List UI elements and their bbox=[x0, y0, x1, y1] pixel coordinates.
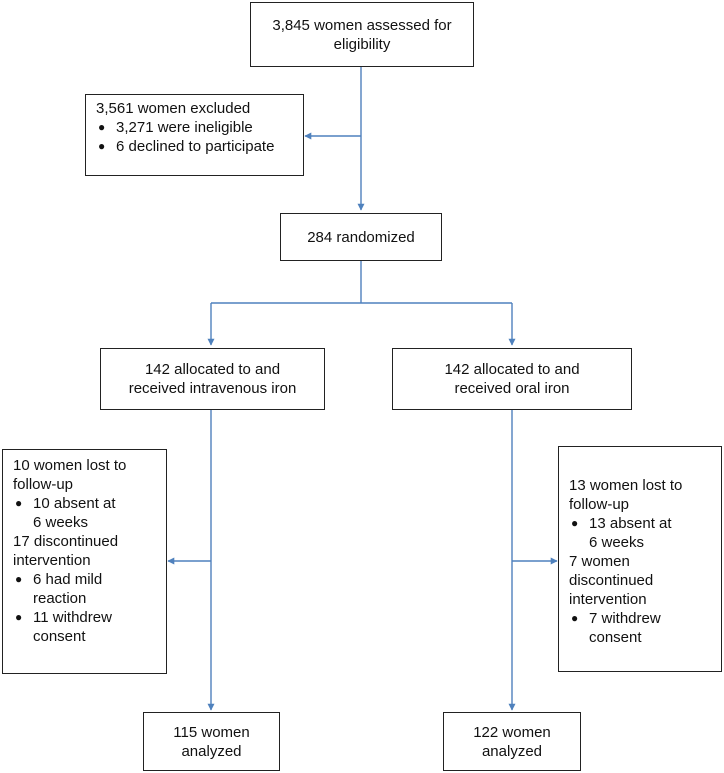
analyzed-oral-line-2: analyzed bbox=[481, 742, 543, 760]
excluded-bullet-declined: 6 declined to participate bbox=[96, 137, 293, 156]
lost-oral-disc-line-3: intervention bbox=[569, 591, 647, 608]
analyzed-oral-line-1: 122 women bbox=[473, 723, 551, 741]
lost-iv-line-1: 10 women lost to bbox=[13, 457, 127, 474]
excluded-box: 3,561 women excluded 3,271 were ineligib… bbox=[85, 94, 304, 176]
lost-iv-box: 10 women lost to follow-up 10 absent at … bbox=[2, 449, 167, 674]
lost-iv-bullet-absent: 10 absent at 6 weeks bbox=[13, 494, 156, 532]
assessed-box: 3,845 women assessed for eligibility bbox=[250, 2, 474, 67]
lost-iv-disc-line-1: 17 discontinued bbox=[13, 533, 119, 550]
excluded-title: 3,561 women excluded bbox=[96, 100, 251, 117]
lost-iv-bullet-withdrew-1: 11 withdrew bbox=[33, 609, 112, 626]
lost-iv-bullet-reaction-1: 6 had mild bbox=[33, 571, 103, 588]
lost-oral-bullet-absent-2: 6 weeks bbox=[589, 534, 645, 551]
allocation-oral-line-1: 142 allocated to and bbox=[444, 361, 580, 378]
allocation-oral-line-2: received oral iron bbox=[454, 380, 570, 397]
lost-iv-bullet-withdrew-2: consent bbox=[33, 628, 86, 645]
analyzed-iv-box: 115 women analyzed bbox=[143, 712, 280, 771]
lost-oral-bullet-withdrew: 7 withdrew consent bbox=[569, 609, 711, 647]
lost-oral-bullet-withdrew-1: 7 withdrew bbox=[589, 610, 661, 627]
lost-iv-bullet-withdrew: 11 withdrew consent bbox=[13, 608, 156, 646]
lost-oral-bullet-absent: 13 absent at 6 weeks bbox=[569, 514, 711, 552]
lost-iv-bullet-reaction-2: reaction bbox=[33, 590, 87, 607]
assessed-line-2: eligibility bbox=[333, 35, 391, 53]
lost-iv-bullet-absent-2: 6 weeks bbox=[33, 514, 89, 531]
lost-iv-bullet-absent-1: 10 absent at bbox=[33, 495, 116, 512]
lost-iv-disc-line-2: intervention bbox=[13, 552, 91, 569]
analyzed-oral-box: 122 women analyzed bbox=[443, 712, 581, 771]
excluded-bullet-ineligible: 3,271 were ineligible bbox=[96, 118, 293, 137]
analyzed-iv-line-2: analyzed bbox=[181, 742, 242, 760]
allocation-oral-box: 142 allocated to and received oral iron bbox=[392, 348, 632, 410]
lost-oral-disc-line-1: 7 women bbox=[569, 553, 630, 570]
lost-oral-line-2: follow-up bbox=[569, 496, 630, 513]
lost-oral-box: 13 women lost to follow-up 13 absent at … bbox=[558, 446, 722, 672]
allocation-iv-line-1: 142 allocated to and bbox=[144, 361, 281, 378]
allocation-iv-box: 142 allocated to and received intravenou… bbox=[100, 348, 325, 410]
lost-oral-bullet-withdrew-2: consent bbox=[589, 629, 642, 646]
randomized-label: 284 randomized bbox=[307, 228, 415, 246]
excluded-bullet-declined-text: 6 declined to participate bbox=[116, 138, 275, 155]
lost-oral-line-1: 13 women lost to bbox=[569, 477, 683, 494]
analyzed-iv-line-1: 115 women bbox=[173, 723, 250, 741]
randomized-box: 284 randomized bbox=[280, 213, 442, 261]
allocation-iv-line-2: received intravenous iron bbox=[128, 380, 297, 397]
lost-oral-disc-line-2: discontinued bbox=[569, 572, 654, 589]
assessed-line-1: 3,845 women assessed for bbox=[272, 16, 452, 34]
excluded-bullet-ineligible-text: 3,271 were ineligible bbox=[116, 119, 253, 136]
lost-iv-bullet-reaction: 6 had mild reaction bbox=[13, 570, 156, 608]
lost-oral-bullet-absent-1: 13 absent at bbox=[589, 515, 672, 532]
lost-iv-line-2: follow-up bbox=[13, 476, 74, 493]
